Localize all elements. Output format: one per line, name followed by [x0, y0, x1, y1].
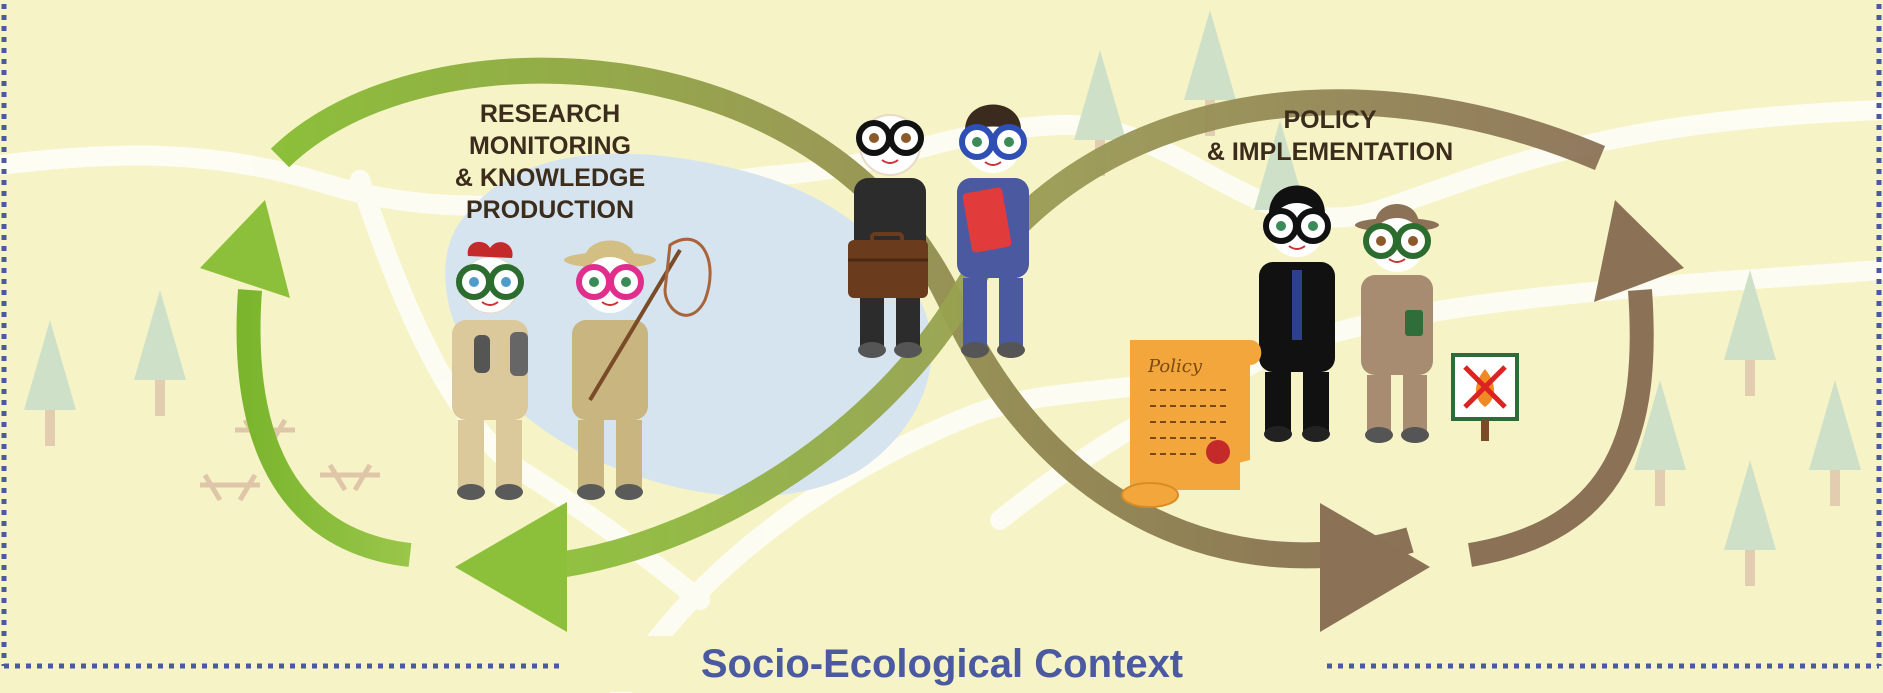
- pond: [445, 153, 932, 497]
- green-arrow-outer: [236, 289, 412, 567]
- policy-line: POLICY: [1283, 106, 1377, 134]
- research-line: MONITORING: [468, 132, 632, 160]
- research-line: RESEARCH: [479, 100, 621, 128]
- policy-scroll-icon: Policy: [1121, 340, 1262, 508]
- background-paths: [0, 100, 1883, 693]
- scroll-text: Policy: [1147, 356, 1203, 377]
- tree-icon: [1809, 380, 1861, 506]
- no-campfire-sign-icon: [1451, 353, 1519, 441]
- context-title: Socio-Ecological Context: [560, 636, 1324, 692]
- green-arrowhead-up: [200, 200, 290, 298]
- green-arrowhead-left: [455, 502, 567, 632]
- infinity-loop: [270, 57, 1414, 569]
- researcher-binoculars: [452, 241, 528, 500]
- brown-arrowhead-up: [1594, 200, 1684, 302]
- policy-maker: [1259, 185, 1335, 442]
- research-line: & KNOWLEDGE: [454, 164, 646, 192]
- research-label: RESEARCH MONITORING & KNOWLEDGE PRODUCTI…: [440, 98, 660, 226]
- policy-line: & IMPLEMENTATION: [1206, 138, 1454, 166]
- ranger: [1355, 204, 1439, 443]
- research-line: PRODUCTION: [465, 196, 635, 224]
- researcher-net: [564, 237, 712, 500]
- scientist-clipboard: [957, 104, 1029, 358]
- brown-arrow-outer: [1468, 289, 1654, 567]
- butterfly-net-icon: [588, 237, 712, 402]
- clipboard-icon: [962, 187, 1012, 253]
- binoculars-icon: [474, 332, 528, 376]
- tree-icon: [24, 320, 76, 446]
- tree-icon: [134, 290, 186, 416]
- policy-label: POLICY & IMPLEMENTATION: [1180, 104, 1480, 168]
- brown-arrowhead-right: [1320, 503, 1430, 632]
- dotted-border: [1, 4, 1882, 669]
- briefcase-icon: [848, 232, 928, 298]
- scientist-briefcase: [848, 114, 928, 358]
- tree-icon: [1724, 460, 1776, 586]
